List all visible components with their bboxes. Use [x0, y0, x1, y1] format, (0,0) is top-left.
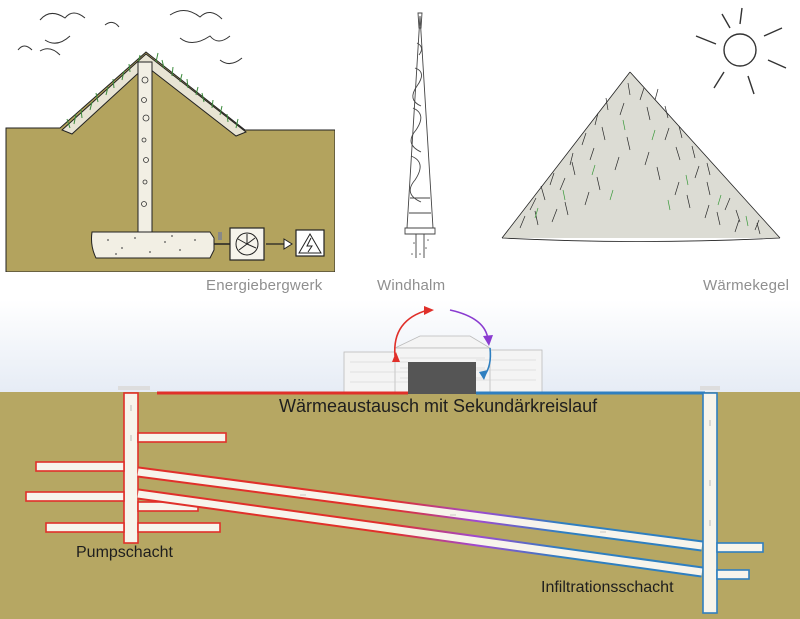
arrow-icon — [266, 238, 293, 250]
sun-icon — [695, 7, 787, 95]
pump-shaft-label: Pumpschacht — [76, 544, 173, 561]
caption-windhalm: Windhalm — [377, 277, 446, 294]
energiebergwerk-illustration — [0, 0, 335, 272]
waermekegel-illustration — [490, 0, 800, 270]
warning-icon — [295, 229, 325, 257]
windhalm-drawing — [404, 12, 436, 258]
geothermal-drawing — [0, 300, 800, 619]
caption-energiebergwerk: Energiebergwerk — [206, 277, 323, 294]
energiebergwerk-drawing — [5, 10, 335, 272]
geothermal-diagram: Wärmeaustausch mit Sekundärkreislauf Pum… — [0, 300, 800, 619]
waermekegel-drawing — [501, 7, 787, 242]
windhalm-illustration — [370, 8, 470, 266]
exchange-label: Wärmeaustausch mit Sekundärkreislauf — [279, 396, 598, 416]
caption-waermekegel: Wärmekegel — [703, 277, 790, 294]
infiltration-shaft-label: Infiltrationsschacht — [541, 579, 674, 596]
heat-exchanger-block — [408, 362, 476, 394]
turbine-icon — [214, 227, 265, 261]
